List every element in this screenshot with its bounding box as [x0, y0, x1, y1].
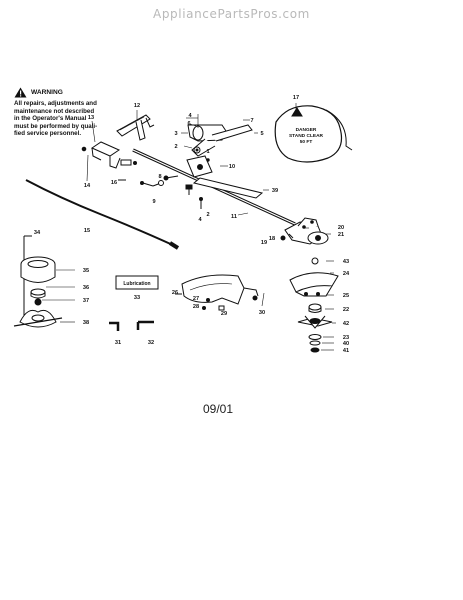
warning-line-4: must be performed by quali- [14, 122, 98, 130]
warning-line-3: in the Operator's Manual [14, 115, 87, 123]
callout-7: 7 [250, 118, 253, 124]
callout-27: 27 [193, 296, 199, 302]
decal-line-1: DANGER [296, 127, 317, 133]
callout-35: 35 [83, 268, 89, 274]
spacer-bar [192, 177, 264, 199]
callout-21: 21 [338, 232, 344, 238]
warning-notice: WARNING All repairs, adjustments and mai… [14, 87, 126, 138]
callout-17: 17 [293, 95, 299, 101]
leader-lines [42, 103, 336, 351]
flexible-drive-shaft [25, 179, 180, 250]
warning-title: WARNING [31, 88, 63, 96]
callout-24: 24 [343, 271, 350, 277]
throttle-housing [186, 124, 253, 178]
callout-25: 25 [343, 293, 349, 299]
callout-40: 40 [343, 341, 349, 347]
callout-numbers: 1 2 2 3 4 4 5 6 7 8 9 10 11 12 13 14 15 … [34, 95, 350, 354]
rear-handle [116, 114, 155, 141]
callout-36: 36 [83, 285, 89, 291]
callout-33: 33 [134, 295, 140, 301]
callout-20: 20 [338, 225, 344, 231]
callout-37: 37 [83, 298, 89, 304]
wrench-tools [109, 320, 154, 331]
callout-15: 15 [84, 228, 90, 234]
callout-41: 41 [343, 348, 349, 354]
lubrication-box [115, 275, 159, 290]
callout-30: 30 [259, 310, 265, 316]
callout-5: 5 [260, 131, 263, 137]
decal-line-3: 50 FT [300, 139, 313, 145]
callout-11: 11 [231, 214, 237, 220]
callout-28: 28 [193, 304, 199, 310]
warning-line-2: maintenance not described [14, 107, 95, 115]
callout-8: 8 [158, 174, 161, 180]
danger-decal [274, 105, 353, 163]
fasteners [140, 175, 203, 209]
blade-shield [289, 272, 339, 297]
callout-43: 43 [343, 259, 349, 265]
callout-1: 1 [206, 149, 209, 155]
decal-line-2: STAND CLEAR [289, 133, 324, 139]
trimmer-head-assembly [13, 235, 63, 328]
callout-4b: 4 [198, 217, 202, 223]
warning-header: WARNING [14, 87, 126, 98]
lubrication-label: Lubrication [123, 281, 150, 287]
callout-18: 18 [269, 236, 275, 242]
warning-triangle-icon [14, 87, 27, 98]
callout-2b: 2 [206, 212, 209, 218]
callout-2: 2 [174, 144, 177, 150]
callout-34: 34 [34, 230, 41, 236]
callout-16: 16 [111, 180, 117, 186]
callout-42: 42 [343, 321, 349, 327]
callout-38: 38 [83, 320, 89, 326]
callout-39: 39 [272, 188, 278, 194]
callout-12: 12 [134, 103, 140, 109]
gear-head [280, 217, 329, 245]
callout-29: 29 [221, 311, 227, 317]
spindle-stack [297, 257, 333, 353]
callout-10: 10 [229, 164, 235, 170]
callout-32: 32 [148, 340, 154, 346]
callout-31: 31 [115, 340, 121, 346]
callout-23: 23 [343, 335, 349, 341]
callout-4: 4 [188, 113, 192, 119]
callout-3: 3 [174, 131, 177, 137]
grass-shield [175, 274, 259, 311]
callout-13: 13 [88, 115, 94, 121]
decal-text: DANGER STAND CLEAR 50 FT [289, 127, 324, 145]
handle-clamp [81, 141, 137, 181]
callout-9: 9 [152, 199, 155, 205]
callout-22: 22 [343, 307, 349, 313]
callout-14: 14 [84, 183, 91, 189]
revision-date: 09/01 [203, 402, 234, 416]
callout-19: 19 [261, 240, 267, 246]
warning-line-5: fied service personnel. [14, 130, 82, 138]
site-watermark: AppliancePartsPros.com [153, 7, 310, 21]
callout-26: 26 [172, 290, 178, 296]
warning-line-1: All repairs, adjustments and [14, 100, 97, 107]
callout-6: 6 [187, 121, 190, 127]
